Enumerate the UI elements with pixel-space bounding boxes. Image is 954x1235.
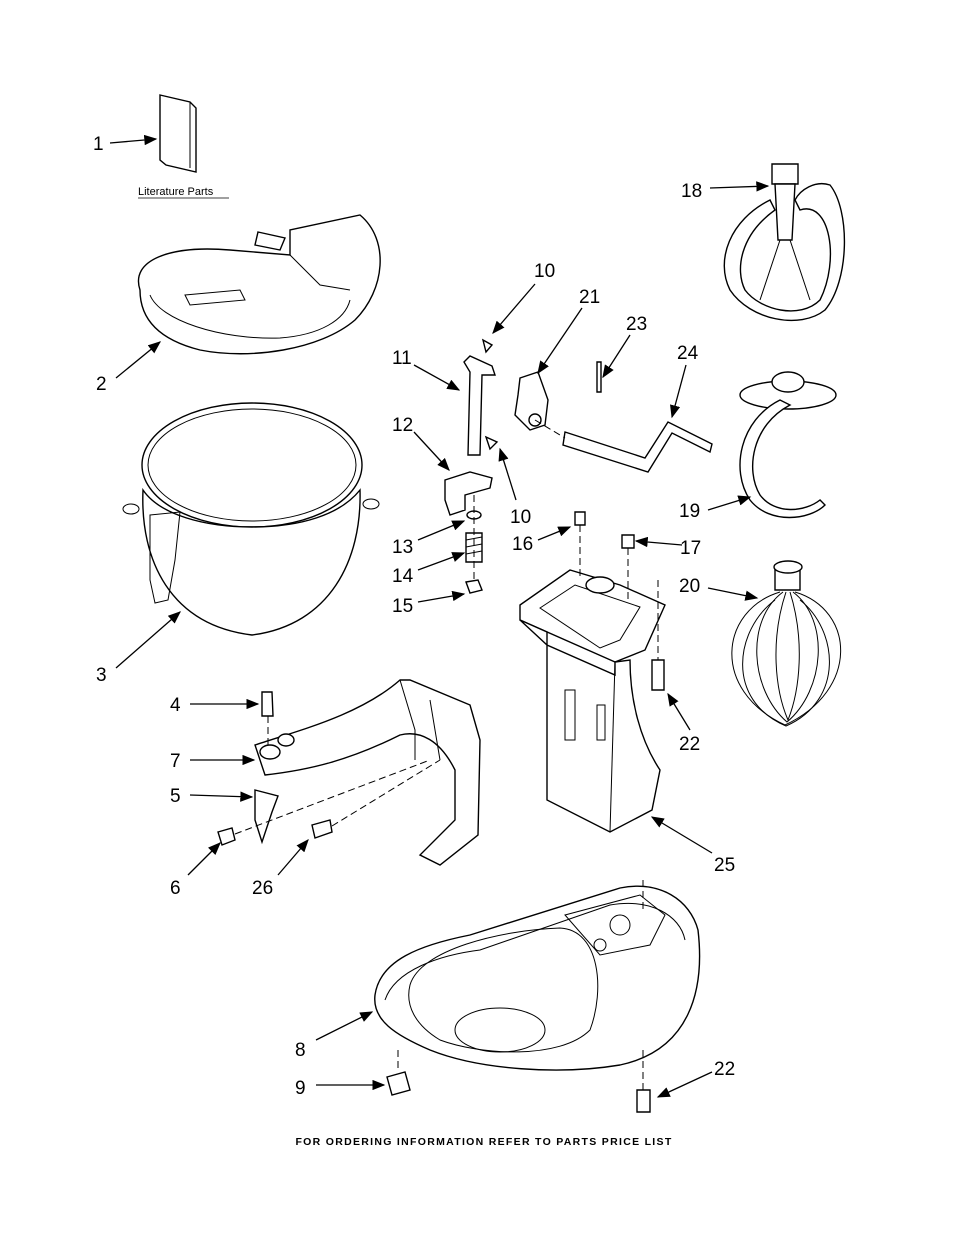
callout-13: 13 <box>392 537 413 558</box>
part-bowl-support <box>217 679 481 866</box>
leader-lines <box>109 134 770 1098</box>
callout-7: 7 <box>170 751 181 772</box>
part-bowl <box>122 402 380 636</box>
callout-10a: 10 <box>534 261 555 282</box>
callout-2: 2 <box>96 374 107 395</box>
callout-15: 15 <box>392 596 413 617</box>
callout-26: 26 <box>252 878 273 899</box>
callout-11: 11 <box>392 348 412 369</box>
part-bowl-lift-shaft <box>444 338 499 594</box>
part-wire-whip <box>731 560 842 727</box>
part-base <box>374 880 701 1113</box>
callout-18: 18 <box>681 181 702 202</box>
callout-19: 19 <box>679 501 700 522</box>
part-pouring-shield <box>137 214 381 355</box>
callout-22b: 22 <box>714 1059 735 1080</box>
part-dough-hook <box>739 371 837 519</box>
callout-5: 5 <box>170 786 181 807</box>
callout-10b: 10 <box>510 507 531 528</box>
callout-3: 3 <box>96 665 107 686</box>
callout-6: 6 <box>170 878 181 899</box>
part-literature: Literature Parts <box>138 94 229 199</box>
literature-caption: Literature Parts <box>138 186 214 198</box>
callout-9: 9 <box>295 1078 306 1099</box>
part-lift-handle <box>514 361 713 473</box>
callout-24: 24 <box>677 343 699 364</box>
callout-20: 20 <box>679 576 700 597</box>
callout-4: 4 <box>170 695 181 716</box>
callout-25: 25 <box>714 855 735 876</box>
ordering-footer: FOR ORDERING INFORMATION REFER TO PARTS … <box>295 1136 672 1148</box>
callout-16: 16 <box>512 534 533 555</box>
callout-1: 1 <box>93 134 104 155</box>
part-flat-beater <box>723 163 846 322</box>
callout-17: 17 <box>680 538 701 559</box>
callout-8: 8 <box>295 1040 306 1061</box>
callout-21: 21 <box>579 287 600 308</box>
part-column <box>519 511 666 833</box>
callout-12: 12 <box>392 415 413 436</box>
callout-22a: 22 <box>679 734 700 755</box>
callout-14: 14 <box>392 566 414 587</box>
callout-23: 23 <box>626 314 647 335</box>
callout-labels: 1 2 3 4 5 6 7 8 9 10 10 11 12 13 14 15 1… <box>93 134 735 1099</box>
